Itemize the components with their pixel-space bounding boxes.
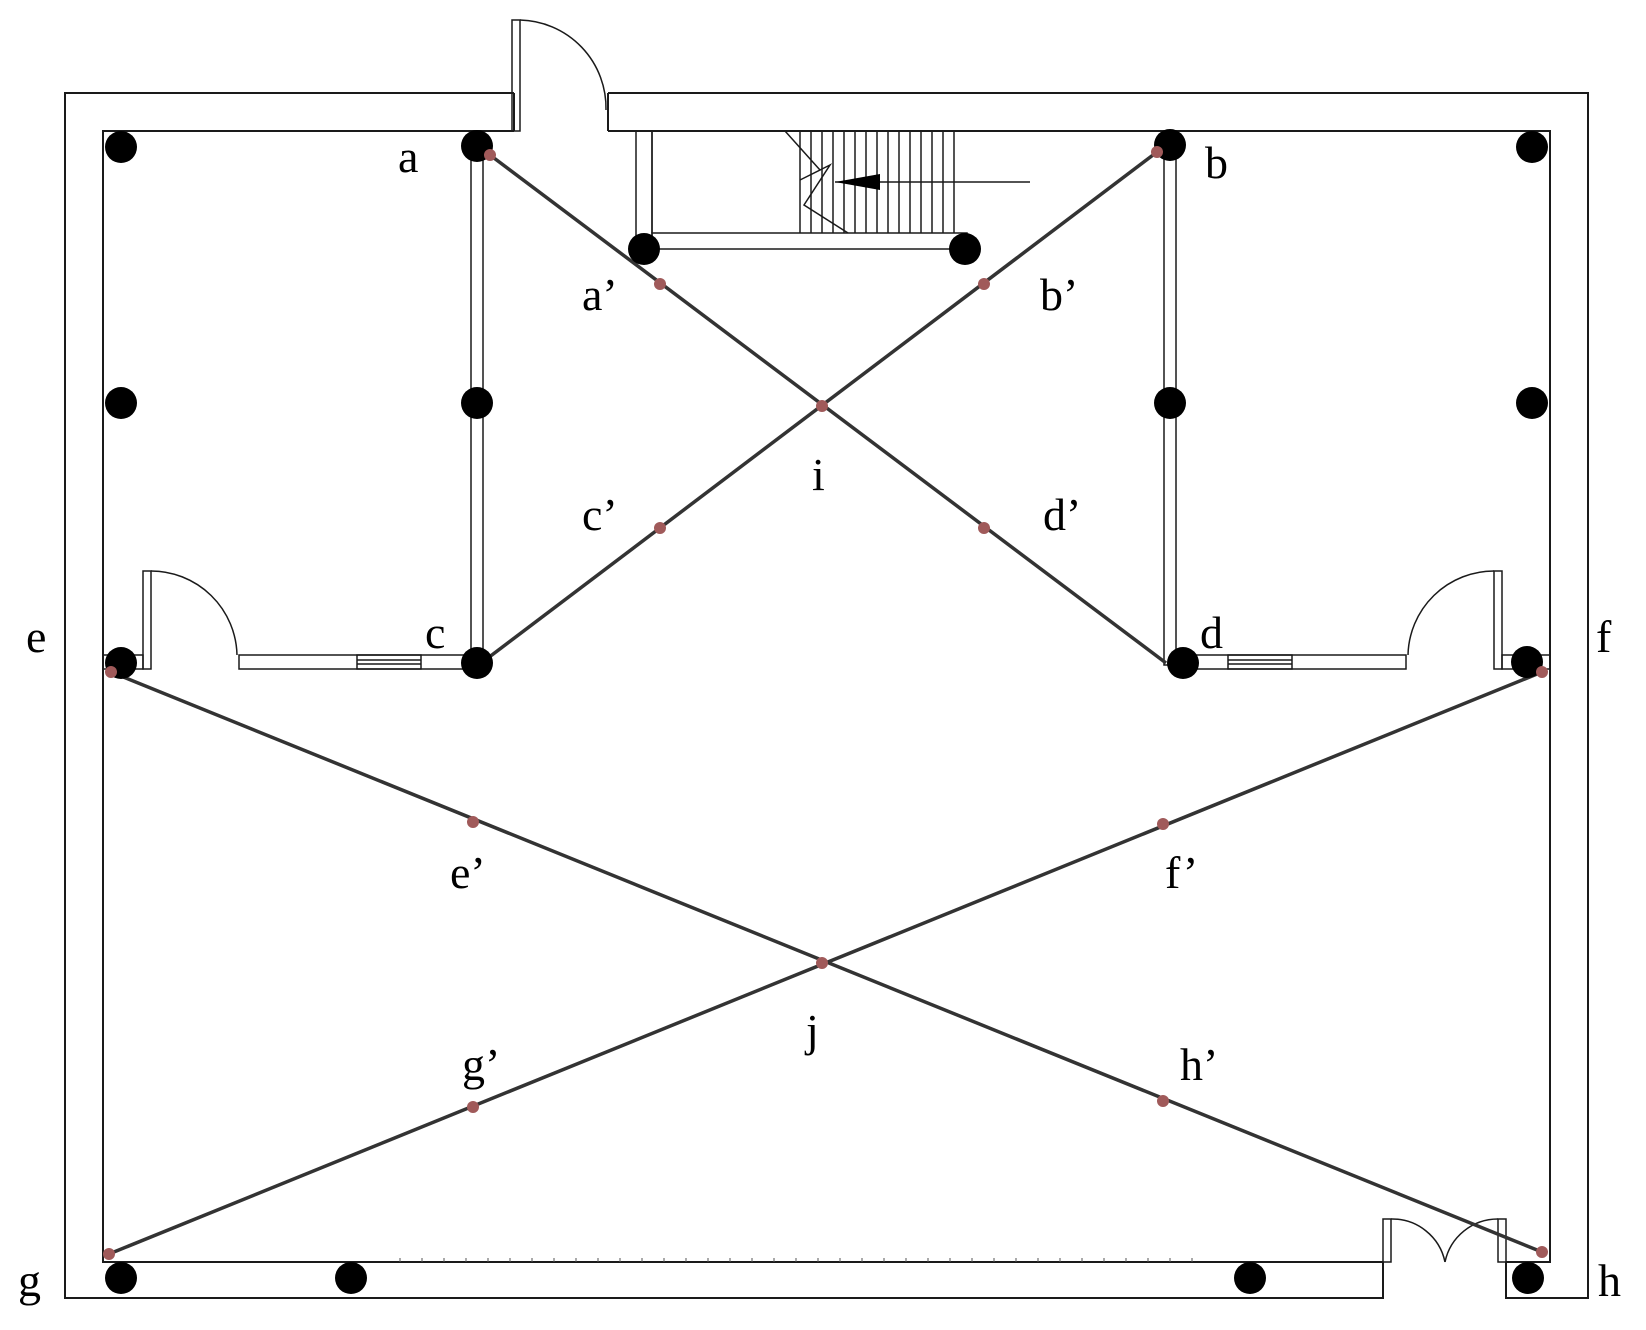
column	[628, 233, 660, 265]
label-e-prime: e’	[450, 847, 486, 898]
left-door-swing	[150, 570, 238, 656]
right-door-swing	[1407, 570, 1495, 656]
point-a-prime	[654, 278, 666, 290]
point-g	[103, 1248, 115, 1260]
column	[335, 1262, 367, 1294]
label-e: e	[26, 611, 46, 662]
bottom-wall-ticks	[399, 1258, 1193, 1262]
point-b-prime	[978, 278, 990, 290]
bottom-door-swing-left	[1390, 1218, 1446, 1263]
inner-wall-top-right	[608, 130, 1551, 1263]
column	[1234, 1262, 1266, 1294]
left-window	[356, 654, 422, 670]
column	[1516, 131, 1548, 163]
diagonal-a-d	[488, 153, 1168, 665]
right-door-leaf	[1493, 570, 1503, 670]
column	[105, 387, 137, 419]
point-f-prime	[1157, 818, 1169, 830]
right-window	[1227, 654, 1293, 670]
label-b-prime: b’	[1040, 269, 1078, 320]
point-e	[105, 666, 117, 678]
bottom-door-leaf-right	[1497, 1218, 1507, 1263]
label-a: a	[398, 131, 418, 182]
point-labels: a b a’ b’ i c’ d’ c d e f e’ f’ j g’ h’ …	[18, 131, 1621, 1306]
label-g-prime: g’	[462, 1039, 500, 1090]
inner-wall	[102, 130, 1383, 1263]
point-b	[1151, 146, 1163, 158]
label-c: c	[425, 607, 445, 658]
label-h: h	[1598, 1255, 1621, 1306]
column	[1516, 387, 1548, 419]
bottom-door-swing-right	[1444, 1218, 1499, 1263]
column	[461, 647, 493, 679]
point-j	[816, 957, 828, 969]
left-door-leaf	[142, 570, 152, 670]
point-h-prime	[1157, 1095, 1169, 1107]
label-c-prime: c’	[582, 489, 618, 540]
bottom-door-leaf-left	[1382, 1218, 1392, 1263]
label-j: j	[804, 1005, 819, 1056]
top-door-swing	[519, 19, 607, 111]
label-b: b	[1205, 137, 1228, 188]
point-g-prime	[467, 1101, 479, 1113]
point-f	[1536, 666, 1548, 678]
columns	[105, 129, 1548, 1294]
label-d-prime: d’	[1043, 489, 1081, 540]
label-i: i	[812, 449, 825, 500]
label-f: f	[1596, 611, 1612, 662]
point-i	[816, 400, 828, 412]
label-g: g	[18, 1255, 41, 1306]
label-a-prime: a’	[582, 269, 618, 320]
point-c-prime	[654, 522, 666, 534]
label-h-prime: h’	[1180, 1039, 1218, 1090]
point-d-prime	[978, 522, 990, 534]
column	[1154, 387, 1186, 419]
label-f-prime: f’	[1165, 847, 1198, 898]
point-a	[484, 149, 496, 161]
column	[105, 1262, 137, 1294]
point-e-prime	[467, 816, 479, 828]
outer-wall	[64, 92, 1384, 1299]
column	[1512, 1262, 1544, 1294]
staircase	[635, 130, 1030, 250]
top-door-leaf	[511, 19, 521, 132]
column	[105, 131, 137, 163]
column	[949, 233, 981, 265]
point-h	[1536, 1246, 1548, 1258]
column	[1167, 647, 1199, 679]
column	[461, 387, 493, 419]
column	[1511, 646, 1543, 678]
measurement-points	[103, 146, 1548, 1260]
outer-wall-top-right	[608, 92, 1589, 1299]
label-d: d	[1200, 607, 1223, 658]
